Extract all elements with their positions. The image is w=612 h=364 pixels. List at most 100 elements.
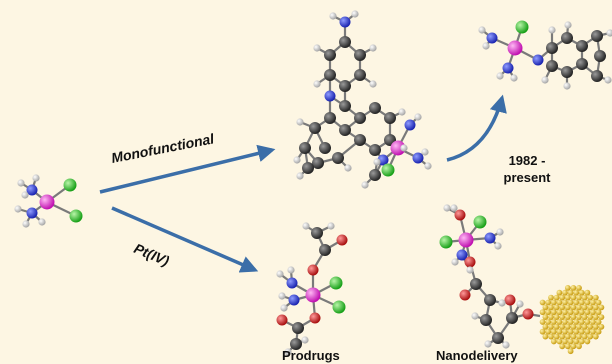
prodrug-nitrogen-atom — [288, 294, 300, 306]
gold-atom — [573, 299, 580, 306]
gold-atom — [553, 294, 560, 301]
mono-small-carbon-atom — [594, 50, 606, 62]
gold-atom — [581, 304, 588, 311]
gold-atom — [550, 328, 557, 335]
nano-oxygen-atom — [464, 256, 476, 268]
mono-large-carbon-atom — [312, 157, 324, 169]
prodrug-carbon-atom — [290, 338, 302, 350]
gold-atom — [556, 299, 563, 306]
prodrug-hydrogen-atom — [301, 336, 309, 344]
nano-hydrogen-atom — [443, 204, 451, 212]
gold-atom — [581, 294, 588, 301]
mono-small-nitrogen-atom — [486, 32, 498, 44]
gold-atom — [550, 338, 557, 345]
gold-atom — [590, 328, 596, 335]
atom-layer — [14, 10, 612, 356]
cisplatin-hydrogen-atom — [22, 220, 30, 228]
gold-atom — [562, 289, 568, 296]
history-arrow — [446, 94, 507, 162]
gold-atom — [570, 314, 577, 320]
gold-atom — [578, 299, 585, 306]
gold-atom — [539, 319, 546, 325]
gold-atom — [592, 323, 599, 330]
prodrug-carbon-atom — [311, 227, 323, 239]
gold-atom — [556, 328, 563, 335]
mono-large-carbon-atom — [354, 112, 366, 124]
gold-atom — [573, 289, 580, 296]
mono-large-carbon-atom — [384, 112, 396, 124]
gold-atom — [567, 289, 574, 296]
nano-hydrogen-atom — [451, 258, 459, 266]
gold-atom — [567, 348, 574, 355]
mono-small-carbon-atom — [576, 40, 588, 52]
gold-atom — [567, 319, 574, 325]
gold-atom — [562, 309, 568, 316]
cisplatin-nitrogen-atom — [26, 207, 38, 219]
mono-small-chlorine-atom — [515, 20, 529, 34]
gold-atom — [548, 333, 554, 340]
gold-atom — [576, 323, 582, 330]
gold-atom — [573, 328, 580, 335]
gold-atom — [559, 323, 566, 330]
gold-atom — [570, 285, 577, 291]
gold-atom — [584, 328, 591, 335]
nano-oxygen-atom — [522, 308, 534, 320]
nano-carbon-atom — [492, 332, 504, 344]
gold-atom — [539, 328, 546, 335]
gold-atom — [556, 309, 563, 316]
gold-atom — [595, 328, 602, 335]
gold-atom — [545, 299, 552, 306]
prodrug-chlorine-atom — [329, 276, 343, 290]
gold-atom — [553, 333, 560, 340]
era-label: 1982 - present — [503, 153, 551, 185]
nano-hydrogen-atom — [502, 341, 510, 349]
mono-large-hydrogen-atom — [421, 148, 429, 156]
gold-atom — [539, 309, 546, 316]
gold-atom — [542, 304, 549, 311]
mono-large-hydrogen-atom — [400, 144, 408, 152]
gold-atom — [587, 304, 594, 311]
gold-atom — [550, 299, 557, 306]
gold-atom — [562, 319, 568, 325]
nano-hydrogen-atom — [496, 228, 504, 236]
mono-large-carbon-atom — [354, 69, 366, 81]
gold-atom — [587, 314, 594, 320]
gold-atom — [598, 323, 605, 330]
mono-large-nitrogen-atom — [412, 152, 424, 164]
mono-large-chlorine-atom — [381, 163, 395, 177]
gold-atom — [576, 294, 582, 301]
molecular-models — [14, 10, 612, 356]
cisplatin-hydrogen-atom — [21, 191, 29, 199]
gold-atom — [548, 304, 554, 311]
gold-atom — [539, 299, 546, 306]
prodrug-oxygen-atom — [276, 314, 288, 326]
mono-large-hydrogen-atom — [296, 172, 304, 180]
gold-atom — [564, 323, 571, 330]
nano-carbon-atom — [506, 312, 518, 324]
gold-atom — [573, 309, 580, 316]
mono-large-carbon-atom — [339, 80, 351, 92]
cisplatin-hydrogen-atom — [38, 218, 46, 226]
gold-atom — [559, 333, 566, 340]
gold-atom — [587, 323, 594, 330]
mono-large-hydrogen-atom — [398, 108, 406, 116]
gold-atom — [562, 338, 568, 345]
gold-atom — [576, 343, 582, 350]
mono-small-carbon-atom — [591, 30, 603, 42]
mono-large-platinum-atom — [390, 140, 406, 156]
mono-small-carbon-atom — [546, 60, 558, 72]
gold-atom — [556, 319, 563, 325]
nano-hydrogen-atom — [471, 312, 479, 320]
gold-atom — [550, 319, 557, 325]
gold-atom — [570, 323, 577, 330]
mono-large-carbon-atom — [369, 102, 381, 114]
gold-atom — [587, 333, 594, 340]
mono-small-platinum-atom — [507, 40, 523, 56]
gold-atom — [542, 314, 549, 320]
mono-large-carbon-atom — [324, 49, 336, 61]
gold-atom — [553, 314, 560, 320]
mono-small-hydrogen-atom — [606, 29, 612, 37]
mono-small-carbon-atom — [576, 58, 588, 70]
nano-oxygen-atom — [454, 209, 466, 221]
pt-iv-arrow — [111, 206, 259, 273]
